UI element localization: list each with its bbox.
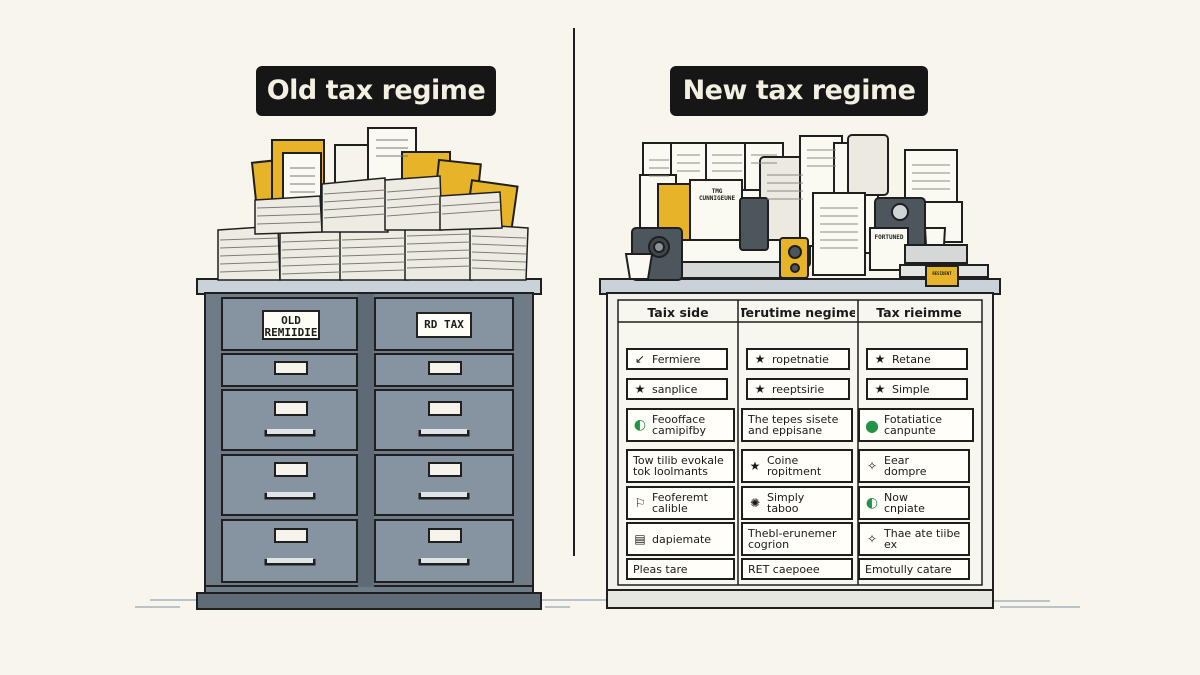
new-sticker-label: RESIDENT: [932, 271, 952, 276]
table-cell: ↙Fermiere: [626, 348, 728, 370]
green-circle-icon: ●: [865, 415, 879, 435]
table-cell: Tow tilib evokale tok loolmants: [626, 449, 735, 483]
table-cell: ◐Now cnpiate: [858, 486, 970, 520]
new-folder-label: TMG CUNNIGEUNE: [698, 188, 736, 202]
table-header-col3: Tax rieimme: [876, 304, 962, 320]
table-cell: The tepes sisete and eppisane: [741, 408, 853, 442]
star-icon: ★: [874, 381, 886, 396]
crack-icon: ✧: [866, 531, 878, 546]
green-circle-icon: ◐: [633, 416, 647, 433]
table-cell: ✺Simply taboo: [741, 486, 853, 520]
floor-lines: [135, 599, 1080, 608]
crack-icon: ✧: [866, 458, 878, 473]
table-cell: ★Simple: [866, 378, 968, 400]
table-cell: ★ropetnatie: [746, 348, 850, 370]
table-cell: Pleas tare: [626, 558, 735, 580]
document-icon: ▤: [634, 531, 646, 546]
table-cell: ▤dapiemate: [626, 522, 735, 556]
table-cell: ◐Feoofface camipifby: [626, 408, 735, 442]
star-icon: ★: [749, 458, 761, 473]
old-paper-pile: [217, 127, 529, 281]
table-cell: ★reeptsirie: [746, 378, 850, 400]
flag-icon: ⚐: [634, 495, 646, 510]
old-filing-cabinet: [196, 278, 542, 610]
table-cell: ✧Eear dompre: [858, 449, 970, 483]
old-regime-title: Old tax regime: [256, 66, 496, 116]
old-drawer-label-left: OLD REMIIDIE: [262, 310, 320, 340]
table-cell: ★Retane: [866, 348, 968, 370]
table-header-col1: Taix side: [647, 304, 709, 320]
burst-icon: ✺: [749, 495, 761, 510]
new-doc-label: FORTUNED: [874, 234, 904, 241]
table-cell: RET caepoee: [741, 558, 853, 580]
green-circle-icon: ◐: [865, 494, 879, 511]
new-desk-items: [624, 134, 989, 287]
star-icon: ★: [874, 351, 886, 366]
table-cell: ⚐Feoferemt calible: [626, 486, 735, 520]
star-icon: ★: [754, 381, 766, 396]
table-cell: ✧Thae ate tiibe ex: [858, 522, 970, 556]
table-cell: ★sanplice: [626, 378, 728, 400]
table-cell: Thebl-erunemer cogrion: [741, 522, 853, 556]
old-drawer-label-right: RD TAX: [416, 312, 472, 338]
arrow-down-icon: ↙: [634, 351, 646, 366]
star-icon: ★: [634, 381, 646, 396]
table-header-col2: Terutime negime: [741, 304, 855, 320]
center-divider: [573, 28, 575, 556]
table-cell: ●Fotatiatice canpunte: [858, 408, 974, 442]
star-icon: ★: [754, 351, 766, 366]
table-cell: ★Coine ropitment: [741, 449, 853, 483]
new-regime-title: New tax regime: [670, 66, 928, 116]
table-cell: Emotully catare: [858, 558, 970, 580]
